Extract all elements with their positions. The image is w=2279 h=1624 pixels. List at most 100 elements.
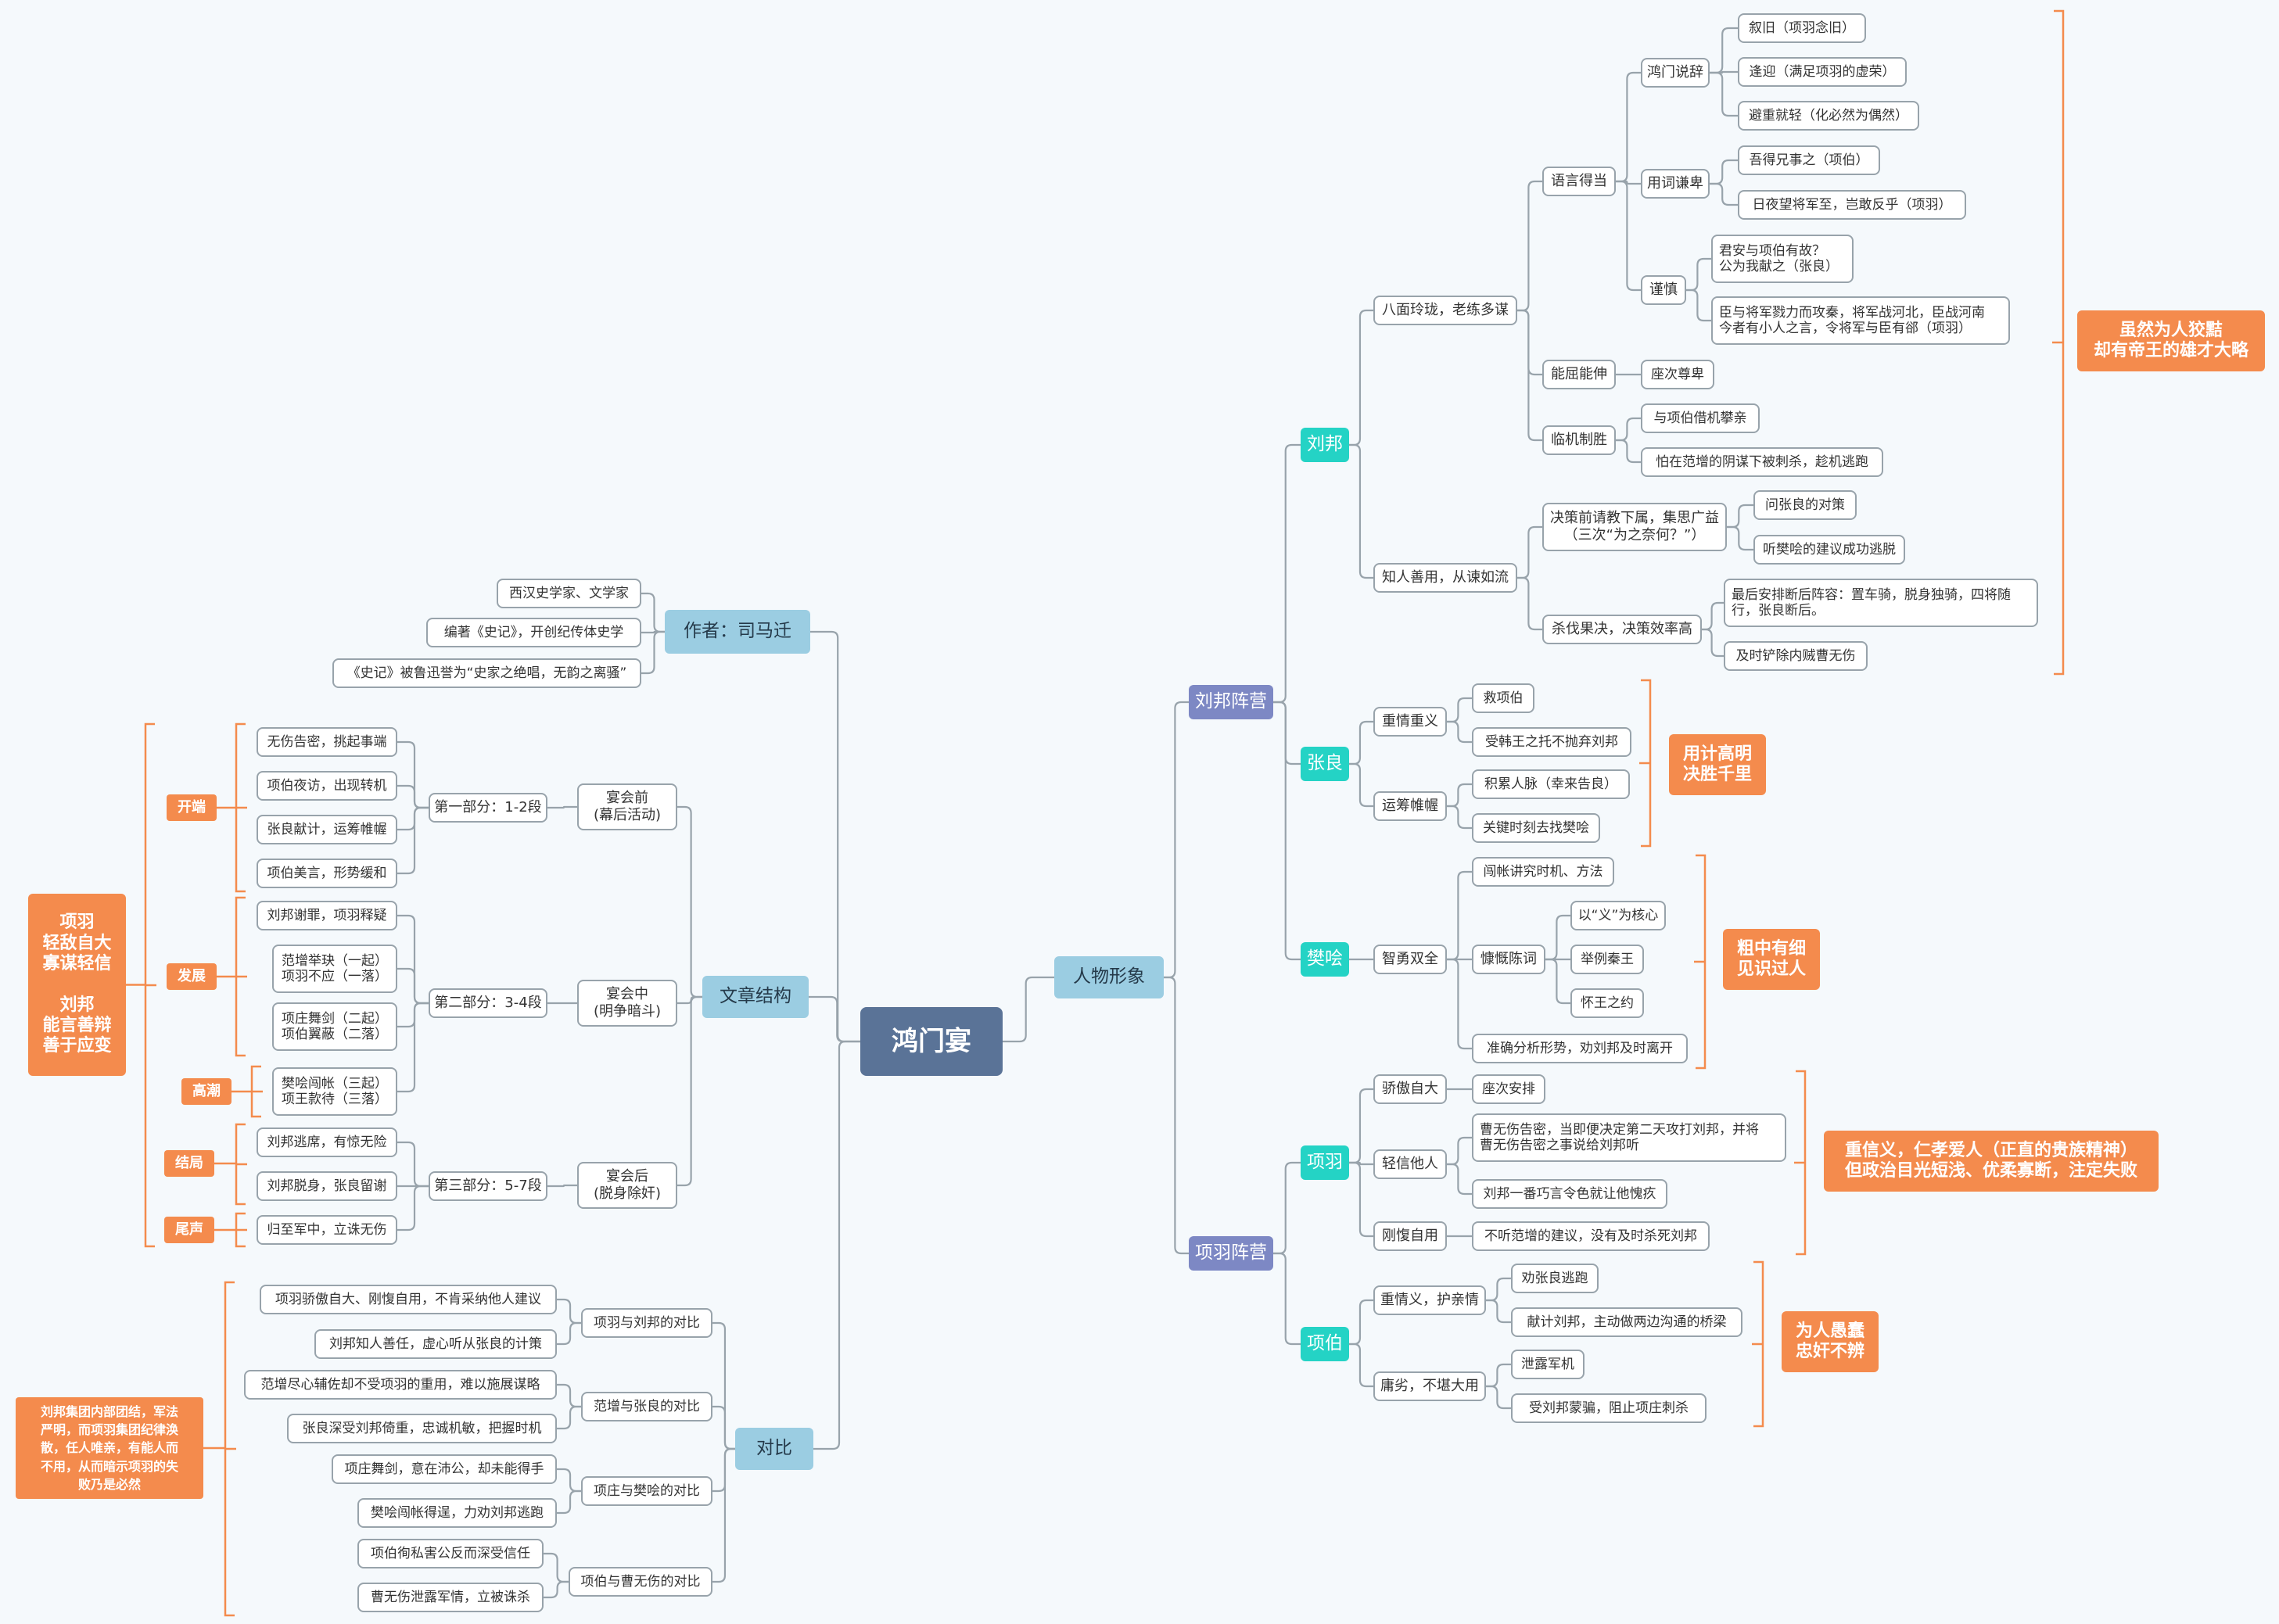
plot-item[interactable]: 无伤告密，挑起事端: [257, 727, 397, 757]
contrast-item[interactable]: 项庄舞剑，意在沛公，却未能得手: [332, 1454, 557, 1484]
example[interactable]: 受韩王之托不抛弃刘邦: [1472, 727, 1631, 757]
example[interactable]: 座次安排: [1472, 1074, 1545, 1104]
trait-detail[interactable]: 闯帐讲究时机、方法: [1472, 857, 1614, 887]
liu-camp-topic[interactable]: 刘邦阵营: [1189, 685, 1273, 719]
author-item[interactable]: 《史记》被鲁迅誉为“史家之绝唱，无韵之离骚”: [332, 658, 641, 688]
trait[interactable]: 骄傲自大: [1373, 1074, 1447, 1104]
stage-after[interactable]: 宴会后 (脱身除奸): [577, 1162, 677, 1209]
contrast-group[interactable]: 项羽与刘邦的对比: [581, 1308, 712, 1338]
characters-topic[interactable]: 人物形象: [1054, 956, 1164, 998]
person-xiangyu[interactable]: 项羽: [1301, 1145, 1349, 1180]
example[interactable]: 关键时刻去找樊哙: [1472, 813, 1600, 843]
author-item[interactable]: 编著《史记》，开创纪传体史学: [426, 618, 641, 647]
example[interactable]: 受刘邦蒙骗，阻止项庄刺杀: [1511, 1393, 1707, 1423]
trait-detail[interactable]: 谨慎: [1641, 275, 1686, 305]
trait[interactable]: 重情重义: [1373, 707, 1447, 737]
trait[interactable]: 知人善用，从谏如流: [1373, 563, 1517, 593]
liubang-summary[interactable]: 虽然为人狡黠 却有帝王的雄才大略: [2077, 310, 2265, 371]
example[interactable]: 救项伯: [1472, 683, 1534, 713]
phase-label[interactable]: 尾声: [164, 1217, 214, 1243]
contrast-item[interactable]: 樊哙闯帐得逞，力劝刘邦逃跑: [357, 1498, 557, 1528]
author-item[interactable]: 西汉史学家、文学家: [497, 579, 641, 608]
example[interactable]: 君安与项伯有故？ 公为我献之（张良）: [1711, 235, 1854, 283]
phase-label[interactable]: 开端: [167, 794, 217, 821]
example[interactable]: 避重就轻（化必然为偶然）: [1738, 101, 1919, 131]
plot-item[interactable]: 范增举玦（一起） 项羽不应（一落）: [272, 945, 397, 993]
example[interactable]: 不听范增的建议，没有及时杀死刘邦: [1472, 1221, 1710, 1251]
contrast-item[interactable]: 刘邦知人善任，虚心听从张良的计策: [314, 1329, 557, 1359]
xiangyu-summary[interactable]: 重信义，仁孝爱人（正直的贵族精神） 但政治目光短浅、优柔寡断，注定失败: [1824, 1131, 2159, 1192]
example[interactable]: 吾得兄事之（项伯）: [1738, 145, 1880, 175]
person-liubang[interactable]: 刘邦: [1301, 428, 1349, 462]
trait[interactable]: 刚愎自用: [1373, 1221, 1447, 1251]
trait-detail[interactable]: 慷慨陈词: [1472, 945, 1545, 974]
xiang-camp-topic[interactable]: 项羽阵营: [1189, 1236, 1273, 1271]
example[interactable]: 曹无伤告密，当即便决定第二天攻打刘邦，并将 曹无伤告密之事说给刘邦听: [1472, 1113, 1786, 1162]
phase-label[interactable]: 发展: [167, 963, 217, 990]
example[interactable]: 举例秦王: [1570, 945, 1644, 974]
plot-item[interactable]: 归至军中，立诛无伤: [257, 1215, 397, 1245]
example[interactable]: 座次尊卑: [1641, 360, 1714, 389]
example[interactable]: 怕在范增的阴谋下被刺杀，趁机逃跑: [1641, 447, 1883, 477]
structure-summary[interactable]: 项羽 轻敌自大 寡谋轻信 刘邦 能言善辩 善于应变: [28, 894, 126, 1076]
stage-during[interactable]: 宴会中 (明争暗斗): [577, 980, 677, 1027]
author-topic[interactable]: 作者：司马迁: [665, 610, 810, 654]
example[interactable]: 怀王之约: [1570, 988, 1644, 1018]
trait[interactable]: 八面玲珑，老练多谋: [1373, 296, 1517, 325]
example[interactable]: 刘邦一番巧言令色就让他愧疚: [1472, 1179, 1667, 1209]
example[interactable]: 叙旧（项羽念旧）: [1738, 13, 1866, 43]
trait-detail[interactable]: 决策前请教下属，集思广益 （三次“为之奈何？”）: [1542, 503, 1727, 551]
example[interactable]: 泄露军机: [1511, 1350, 1585, 1379]
trait-detail[interactable]: 临机制胜: [1542, 425, 1616, 455]
example[interactable]: 与项伯借机攀亲: [1641, 403, 1760, 433]
trait[interactable]: 轻信他人: [1373, 1149, 1447, 1179]
phase-label[interactable]: 结局: [164, 1150, 214, 1177]
plot-item[interactable]: 刘邦脱身，张良留谢: [257, 1171, 397, 1201]
contrast-item[interactable]: 曹无伤泄露军情，立被诛杀: [357, 1583, 544, 1612]
xiangbo-summary[interactable]: 为人愚蠢 忠奸不辨: [1782, 1311, 1879, 1372]
contrast-item[interactable]: 项羽骄傲自大、刚愎自用，不肯采纳他人建议: [260, 1285, 557, 1314]
contrast-group[interactable]: 项庄与樊哙的对比: [581, 1476, 712, 1506]
example[interactable]: 积累人脉（幸来告良）: [1472, 769, 1630, 799]
plot-item[interactable]: 项伯夜访，出现转机: [257, 771, 397, 801]
plot-item[interactable]: 刘邦谢罪，项羽释疑: [257, 901, 397, 930]
trait[interactable]: 运筹帷幄: [1373, 791, 1447, 821]
person-zhangliang[interactable]: 张良: [1301, 747, 1349, 781]
trait-detail[interactable]: 鸿门说辞: [1641, 58, 1710, 88]
root-topic[interactable]: 鸿门宴: [860, 1007, 1003, 1076]
example[interactable]: 问张良的对策: [1753, 490, 1857, 520]
contrast-group[interactable]: 范增与张良的对比: [581, 1392, 712, 1421]
example[interactable]: 献计刘邦，主动做两边沟通的桥梁: [1511, 1307, 1742, 1337]
contrast-item[interactable]: 范增尽心辅佐却不受项羽的重用，难以施展谋略: [244, 1370, 557, 1400]
example[interactable]: 逢迎（满足项羽的虚荣）: [1738, 57, 1907, 87]
plot-item[interactable]: 项伯美言，形势缓和: [257, 859, 397, 888]
fankuai-summary[interactable]: 粗中有细 见识过人: [1723, 929, 1820, 990]
example[interactable]: 日夜望将军至，岂敢反乎（项羽）: [1738, 190, 1966, 220]
plot-item[interactable]: 刘邦逃席，有惊无险: [257, 1127, 397, 1157]
example[interactable]: 及时铲除内贼曹无伤: [1724, 641, 1868, 671]
trait-detail[interactable]: 能屈能伸: [1542, 360, 1616, 389]
contrast-summary[interactable]: 刘邦集团内部团结，军法 严明，而项羽集团纪律涣 散，任人唯亲，有能人而 不用，从…: [16, 1397, 203, 1499]
example[interactable]: 劝张良逃跑: [1511, 1264, 1599, 1293]
phase-label[interactable]: 高潮: [181, 1078, 231, 1105]
plot-item[interactable]: 项庄舞剑（二起） 项伯翼蔽（二落）: [272, 1002, 397, 1051]
structure-topic[interactable]: 文章结构: [702, 976, 809, 1018]
trait-detail[interactable]: 语言得当: [1542, 167, 1616, 196]
trait[interactable]: 庸劣，不堪大用: [1373, 1371, 1486, 1401]
trait-detail[interactable]: 杀伐果决，决策效率高: [1542, 615, 1702, 644]
example[interactable]: 听樊哙的建议成功逃脱: [1753, 535, 1905, 565]
trait[interactable]: 智勇双全: [1373, 945, 1447, 974]
contrast-item[interactable]: 项伯徇私害公反而深受信任: [357, 1539, 544, 1568]
person-xiangbo[interactable]: 项伯: [1301, 1327, 1349, 1361]
plot-item[interactable]: 樊哙闯帐（三起） 项王款待（三落）: [272, 1067, 397, 1116]
part-three[interactable]: 第三部分：5-7段: [429, 1171, 547, 1201]
stage-before[interactable]: 宴会前 (幕后活动): [577, 783, 677, 830]
part-two[interactable]: 第二部分：3-4段: [429, 988, 547, 1018]
trait-detail[interactable]: 准确分析形势，劝刘邦及时离开: [1472, 1034, 1688, 1063]
trait-detail[interactable]: 用词谦卑: [1641, 169, 1710, 199]
person-fankuai[interactable]: 樊哙: [1301, 942, 1349, 977]
part-one[interactable]: 第一部分：1-2段: [429, 793, 547, 823]
example[interactable]: 以“义”为核心: [1570, 901, 1666, 930]
example[interactable]: 臣与将军戮力而攻秦，将军战河北，臣战河南 今者有小人之言，令将军与臣有郤（项羽）: [1711, 296, 2010, 345]
contrast-group[interactable]: 项伯与曹无伤的对比: [569, 1567, 712, 1597]
